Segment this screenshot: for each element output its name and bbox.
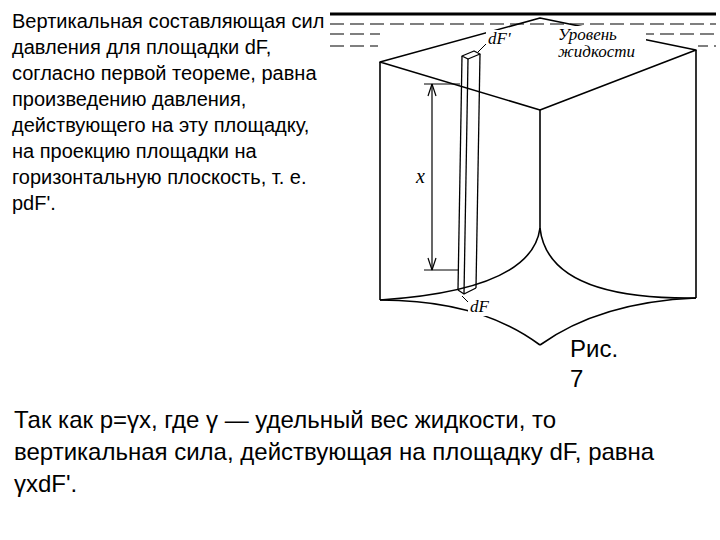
area-label: dF <box>468 298 491 316</box>
liquid-line <box>330 45 378 46</box>
column-top <box>462 51 480 59</box>
curved-bottom <box>380 300 540 345</box>
liquid-line <box>698 45 716 46</box>
liquid-level-label: Уровень жидкости <box>556 26 646 60</box>
liquid-surface <box>330 13 716 16</box>
prism-edge <box>695 50 697 298</box>
area-label: dF' <box>486 30 513 48</box>
dimension-line <box>431 84 432 270</box>
column-edge <box>464 59 468 294</box>
prism-top-face <box>380 18 696 110</box>
extension-line <box>424 270 458 271</box>
column-edge <box>476 54 480 288</box>
dimension-arrows <box>428 84 436 270</box>
liquid-line <box>640 33 716 34</box>
depth-label: x <box>414 166 427 186</box>
curved-bottom <box>540 228 696 298</box>
formula-text: Так как p=γx, где γ — удельный вес жидко… <box>14 404 714 500</box>
explanation-text: Вертикальная составляющая сил давления д… <box>12 8 334 216</box>
extension-line <box>424 84 460 85</box>
liquid-line <box>330 33 380 34</box>
figure-caption: Рис. 7 <box>570 334 634 394</box>
column-bottom <box>458 288 476 294</box>
prism-edge <box>379 62 381 300</box>
curved-bottom <box>380 228 540 300</box>
prism-edge <box>539 110 541 228</box>
liquid-line <box>330 23 716 24</box>
column-edge <box>458 56 462 290</box>
leader-line <box>478 44 486 52</box>
